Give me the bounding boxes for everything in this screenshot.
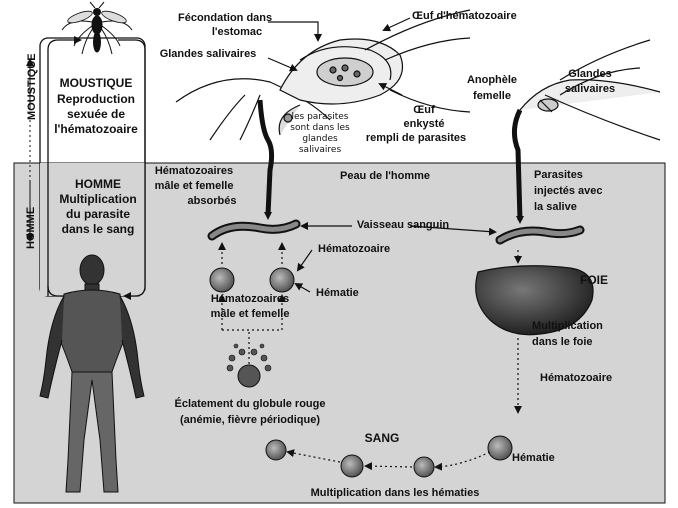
label-foie: FOIE [574,274,614,288]
label-parasites-1: les parasites [282,112,358,122]
label-anophele-2: femelle [460,90,524,103]
human-cycle-line-3: dans le sang [48,223,148,237]
label-multiplication-foie-2: dans le foie [532,336,628,349]
human-cycle-line-1: Multiplication [48,193,148,207]
red-blood-cell-infected [341,455,363,477]
label-oeuf-hematozoaire: Œuf d'hématozoaire [412,10,542,23]
label-peau: Peau de l'homme [320,170,450,183]
vertical-label-homme: HOMME [25,199,37,249]
label-oeuf-enkyste-1: Œuf [392,104,456,117]
label-hematozoaire-right: Hématozoaire [540,372,636,385]
label-parasites-2: sont dans les [282,123,358,133]
ruptured-red-blood-cell [238,365,260,387]
label-fecondation-2: l'estomac [206,26,268,39]
label-vaisseau: Vaisseau sanguin [352,219,454,232]
label-injectes-3: la salive [534,201,624,214]
red-blood-cell [488,436,512,460]
label-hematie-left: Hématie [316,287,376,300]
label-eclatement-1: Éclatement du globule rouge [160,398,340,411]
label-absorbes-1: Hématozoaires [142,165,246,178]
label-fecondation-1: Fécondation dans [178,12,268,25]
label-absorbes-2: mâle et femelle [142,180,246,193]
label-oeuf-enkyste-2: enkysté [392,118,456,131]
label-injectes-2: injectés avec [534,185,624,198]
label-oeuf-enkyste-3: rempli de parasites [358,132,474,145]
mosquito-cycle-line-2: sexuée de [48,108,144,122]
label-anophele-1: Anophèle [460,74,524,87]
red-blood-cell [210,268,234,292]
label-parasites-4: salivaires [282,145,358,155]
label-injectes-1: Parasites [534,169,624,182]
label-parasites-3: glandes [282,134,358,144]
mosquito-icon [62,2,132,54]
label-multiplication-foie-1: Multiplication [532,320,628,333]
label-male-femelle-2: mâle et femelle [198,308,302,321]
red-blood-cell [270,268,294,292]
human-cycle-line-2: du parasite [48,208,148,222]
label-male-femelle-1: Hématozoaires [198,293,302,306]
label-glandes-right-2: salivaires [558,83,622,96]
vertical-label-moustique: MOUSTIQUE [26,60,38,120]
label-glandes-right-1: Glandes [560,68,620,81]
label-absorbes-3: absorbés [180,195,244,208]
red-blood-cell [414,457,434,477]
mosquito-cycle-title: MOUSTIQUE [56,77,136,91]
label-hematie-right: Hématie [512,452,572,465]
label-glandes-salivaires-left: Glandes salivaires [150,48,266,61]
red-blood-cell-infected [266,440,286,460]
human-cycle-title: HOMME [50,178,146,192]
label-hematozoaire-left: Hématozoaire [318,243,414,256]
mosquito-cycle-line-1: Reproduction [48,93,144,107]
mosquito-cycle-line-3: l'hématozoaire [48,123,144,137]
label-eclatement-2: (anémie, fièvre périodique) [160,414,340,427]
label-sang: SANG [362,432,402,446]
label-multiplication-hematies: Multiplication dans les hématies [290,487,500,500]
